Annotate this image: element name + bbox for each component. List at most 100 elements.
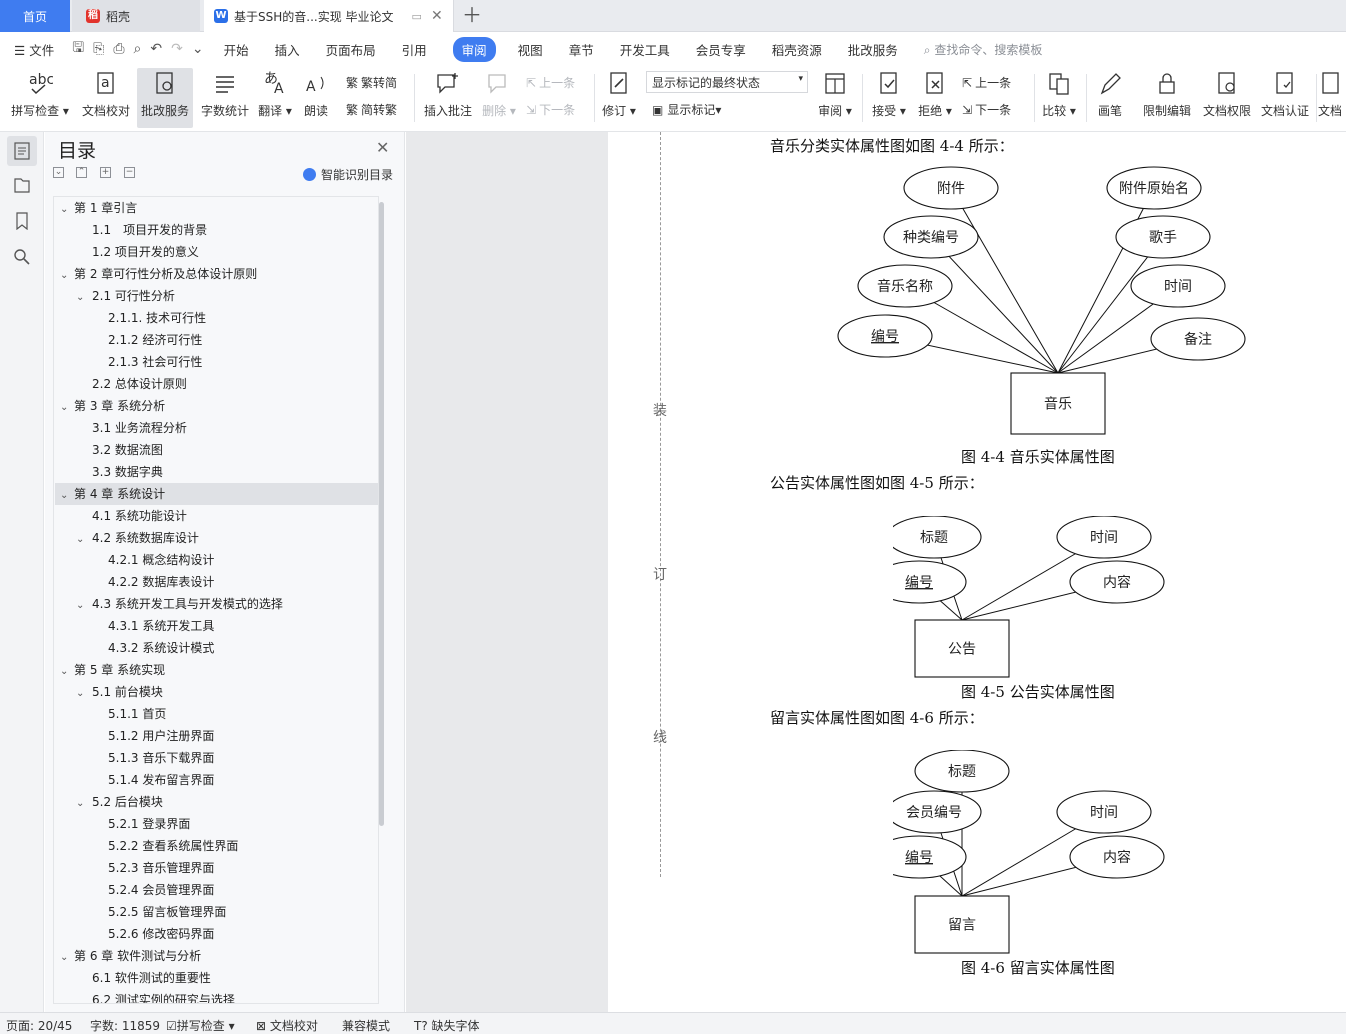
toc-item[interactable]: 5.2.5 留言板管理界面 — [55, 901, 378, 923]
menu-daoke-resources[interactable]: 稻壳资源 — [771, 42, 822, 58]
add-level-icon[interactable]: + — [100, 167, 111, 178]
accept-button[interactable]: 接受 ▾ — [870, 68, 908, 128]
delete-comment-button[interactable]: 删除 ▾ — [480, 68, 518, 128]
toc-item[interactable]: 6.1 软件测试的重要性 — [55, 967, 378, 989]
print-icon[interactable]: ⎙ — [113, 41, 125, 57]
toc-item[interactable]: 4.2.2 数据库表设计 — [55, 571, 378, 593]
toc-item[interactable]: 2.1.2 经济可行性 — [55, 329, 378, 351]
menu-page-layout[interactable]: 页面布局 — [325, 42, 376, 58]
toc-item[interactable]: ⌄第 6 章 软件测试与分析 — [55, 945, 378, 967]
document-more-button[interactable]: 文档 — [1318, 68, 1346, 128]
tab-home[interactable]: 首页 — [0, 0, 70, 32]
reject-button[interactable]: 拒绝 ▾ — [916, 68, 954, 128]
close-tab-icon[interactable]: ✕ — [430, 8, 443, 24]
menu-references[interactable]: 引用 — [401, 42, 427, 58]
toc-item[interactable]: 1.1 项目开发的背景 — [55, 219, 378, 241]
menu-chapter[interactable]: 章节 — [568, 42, 594, 58]
toc-item[interactable]: 2.1.1. 技术可行性 — [55, 307, 378, 329]
toc-item[interactable]: ⌄第 4 章 系统设计 — [55, 483, 378, 505]
float-window-icon[interactable]: ▭ — [411, 9, 422, 23]
redo-icon[interactable]: ↷ — [171, 41, 183, 57]
proofread-button[interactable]: a 文档校对 — [78, 68, 134, 128]
toc-item[interactable]: 5.1.1 首页 — [55, 703, 378, 725]
chevron-down-icon[interactable]: ⌄ — [60, 402, 69, 413]
export-icon[interactable]: ⎘ — [93, 41, 105, 57]
menu-insert[interactable]: 插入 — [274, 42, 300, 58]
expand-all-icon[interactable]: ⌃ — [76, 167, 87, 178]
find-button[interactable] — [7, 242, 37, 272]
chevron-down-icon[interactable]: ⌄ — [76, 688, 85, 699]
toc-item[interactable]: ⌄第 2 章可行性分析及总体设计原则 — [55, 263, 378, 285]
trad-to-simp-button[interactable]: 繁繁转简 — [346, 74, 397, 91]
prev-change-button[interactable]: ⇱上一条 — [962, 74, 1011, 91]
status-proofread[interactable]: ⊠ 文档校对 — [256, 1017, 318, 1034]
toc-scrollbar[interactable] — [379, 202, 384, 826]
insert-comment-button[interactable]: 插入批注 — [422, 68, 474, 128]
chevron-down-icon[interactable]: ⌄ — [76, 798, 85, 809]
chevron-down-icon[interactable]: ⌄ — [60, 270, 69, 281]
next-comment-button[interactable]: ⇲下一条 — [526, 101, 575, 118]
tab-daoke[interactable]: 稻 稻壳 — [72, 0, 200, 32]
menu-revise-service[interactable]: 批改服务 — [847, 42, 898, 58]
toc-item[interactable]: ⌄4.2 系统数据库设计 — [55, 527, 378, 549]
toc-item[interactable]: 5.1.3 音乐下载界面 — [55, 747, 378, 769]
chevron-down-icon[interactable]: ⌄ — [60, 666, 69, 677]
toc-item[interactable]: 5.2.6 修改密码界面 — [55, 923, 378, 945]
toc-item[interactable]: ⌄5.2 后台模块 — [55, 791, 378, 813]
close-icon[interactable]: ✕ — [376, 138, 390, 157]
toc-item[interactable]: 3.1 业务流程分析 — [55, 417, 378, 439]
toc-item[interactable]: 4.3.1 系统开发工具 — [55, 615, 378, 637]
revise-service-button[interactable]: 批改服务 — [137, 68, 193, 128]
toc-item[interactable]: 3.2 数据流图 — [55, 439, 378, 461]
toc-item[interactable]: 4.2.1 概念结构设计 — [55, 549, 378, 571]
restrict-editing-button[interactable]: 限制编辑 — [1140, 68, 1194, 128]
chevron-down-icon[interactable]: ⌄ — [60, 204, 69, 215]
markup-state-select[interactable]: 显示标记的最终状态▾ — [646, 71, 808, 93]
chevron-down-icon[interactable]: ⌄ — [76, 292, 85, 303]
chevron-down-icon[interactable]: ⌄ — [60, 490, 69, 501]
review-pane-button[interactable]: 审阅 ▾ — [816, 68, 854, 128]
toc-item[interactable]: 5.2.1 登录界面 — [55, 813, 378, 835]
toc-item[interactable]: 3.3 数据字典 — [55, 461, 378, 483]
toc-item[interactable]: 5.2.4 会员管理界面 — [55, 879, 378, 901]
customize-quick-access-icon[interactable]: ⌄ — [191, 41, 204, 57]
file-menu[interactable]: ☰ 文件 — [14, 42, 55, 58]
menu-review[interactable]: 审阅 — [452, 36, 496, 62]
word-count-indicator[interactable]: 字数: 11859 — [90, 1019, 161, 1033]
toc-item[interactable]: 5.1.4 发布留言界面 — [55, 769, 378, 791]
word-count-button[interactable]: 字数统计 — [198, 68, 252, 128]
chevron-down-icon[interactable]: ⌄ — [76, 600, 85, 611]
menu-member[interactable]: 会员专享 — [695, 42, 746, 58]
undo-icon[interactable]: ↶ — [150, 41, 163, 57]
command-search[interactable]: ⌕ 查找命令、搜索模板 — [924, 41, 1043, 58]
toc-panel-button[interactable] — [7, 136, 37, 166]
prev-comment-button[interactable]: ⇱上一条 — [526, 74, 575, 91]
read-aloud-button[interactable]: A 朗读 — [300, 68, 332, 128]
toc-item[interactable]: ⌄第 3 章 系统分析 — [55, 395, 378, 417]
document-permission-button[interactable]: 文档权限 — [1200, 68, 1254, 128]
next-change-button[interactable]: ⇲下一条 — [962, 101, 1011, 118]
menu-view[interactable]: 视图 — [517, 42, 543, 58]
new-tab-button[interactable]: ＋ — [462, 3, 482, 27]
simp-to-trad-button[interactable]: 繁简转繁 — [346, 101, 397, 118]
document-page[interactable]: 装 订 线 音乐分类实体属性图如图 4-4 所示： 附件种类编号音乐名称编号附件… — [608, 132, 1346, 1012]
remove-level-icon[interactable]: − — [124, 167, 135, 178]
toc-item[interactable]: 5.2.2 查看系统属性界面 — [55, 835, 378, 857]
print-preview-icon[interactable]: ⌕ — [133, 41, 142, 57]
status-spell-check[interactable]: ☑拼写检查 ▾ — [166, 1019, 235, 1033]
toc-item[interactable]: ⌄第 5 章 系统实现 — [55, 659, 378, 681]
page-indicator[interactable]: 页面: 20/45 — [6, 1019, 73, 1033]
chapter-nav-button[interactable] — [7, 170, 37, 200]
toc-item[interactable]: ⌄第 1 章引言 — [55, 197, 378, 219]
toc-item[interactable]: ⌄2.1 可行性分析 — [55, 285, 378, 307]
toc-item[interactable]: ⌄5.1 前台模块 — [55, 681, 378, 703]
track-changes-button[interactable]: 修订 ▾ — [600, 68, 638, 128]
toc-item[interactable]: 5.1.2 用户注册界面 — [55, 725, 378, 747]
toc-item[interactable]: 2.1.3 社会可行性 — [55, 351, 378, 373]
chevron-down-icon[interactable]: ⌄ — [60, 952, 69, 963]
show-markup-button[interactable]: ▣显示标记 ▾ — [652, 102, 722, 118]
toc-item[interactable]: 2.2 总体设计原则 — [55, 373, 378, 395]
toc-item[interactable]: 6.2 测试实例的研究与选择 — [55, 989, 378, 1003]
compare-button[interactable]: 比较 ▾ — [1040, 68, 1078, 128]
